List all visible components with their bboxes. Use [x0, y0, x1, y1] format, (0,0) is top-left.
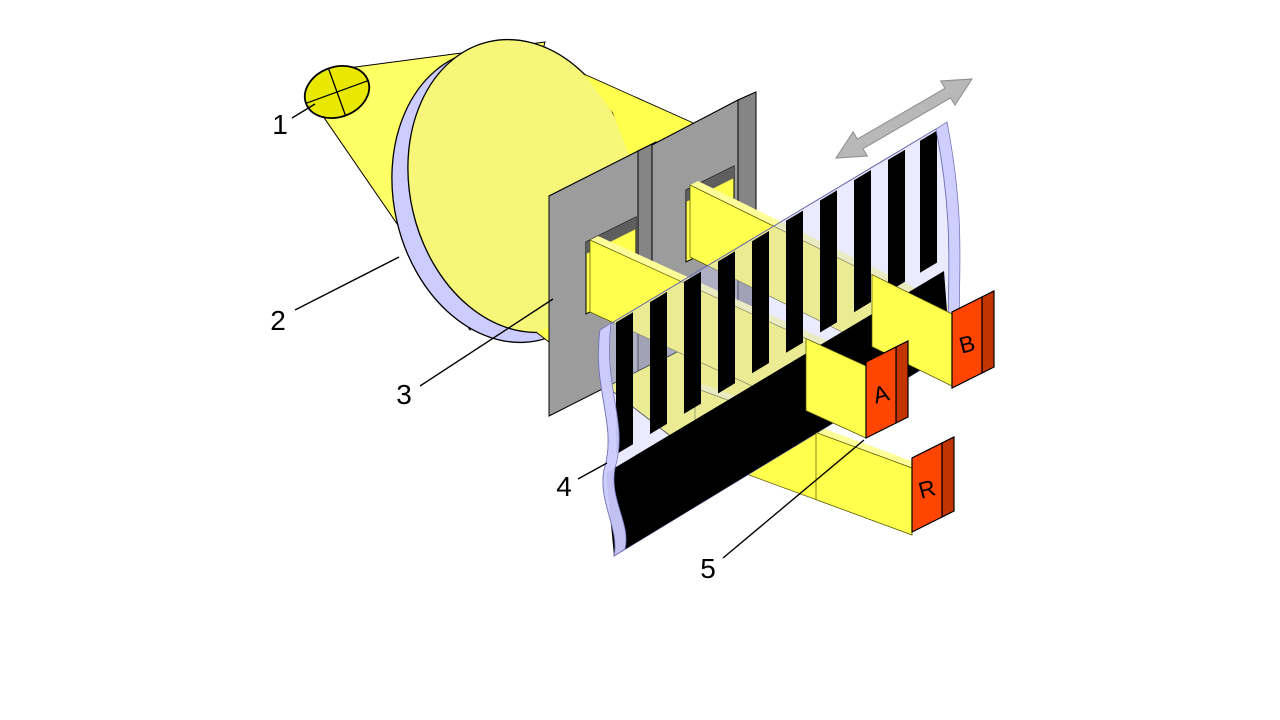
scale-stripe [684, 271, 701, 414]
detector-r: R [911, 436, 955, 533]
label-1: 1 [272, 109, 288, 140]
detector-a-front [865, 346, 897, 439]
light-source [303, 65, 371, 119]
scale-stripe [854, 170, 871, 313]
detector-a: A [865, 340, 909, 439]
leader-line-1 [291, 103, 316, 119]
leader-line-2 [294, 256, 400, 311]
detector-r-side [941, 436, 955, 518]
scale-stripe [752, 231, 769, 374]
beams-in-front-of-scale [805, 274, 953, 536]
scale-black-band [606, 271, 950, 556]
scale-stripe [920, 130, 937, 273]
scale-stripes [616, 130, 937, 455]
detector-b: B [951, 290, 995, 389]
detector-b-side [981, 290, 995, 374]
label-4: 4 [556, 471, 572, 502]
detector-b-front [951, 296, 983, 389]
detector-a-side [895, 340, 909, 424]
motion-arrow-icon [835, 78, 973, 159]
scale-stripe [820, 190, 837, 333]
scale-stripe [616, 312, 633, 455]
detector-a-label: A [870, 379, 892, 408]
scale-stripe [718, 251, 735, 394]
bulb-cross-line [327, 68, 347, 116]
detector-r-front [911, 442, 943, 533]
label-3: 3 [396, 379, 412, 410]
leader-line-5 [722, 439, 865, 559]
detector-r-label: R [916, 474, 939, 503]
scale-left-torn-edge [598, 322, 627, 557]
label-2: 2 [270, 305, 286, 336]
scale-stripe [650, 291, 667, 435]
scale-stripe [786, 210, 803, 353]
scale-strip [597, 121, 962, 558]
beam-r-front [815, 432, 913, 536]
leader-line-4 [577, 462, 608, 480]
scale-stripe [888, 149, 905, 292]
detector-b-label: B [956, 329, 978, 358]
part-labels: 1 2 3 4 5 [270, 109, 716, 584]
label-5: 5 [700, 553, 716, 584]
leader-line-3 [419, 298, 554, 387]
leader-lines [291, 103, 865, 559]
